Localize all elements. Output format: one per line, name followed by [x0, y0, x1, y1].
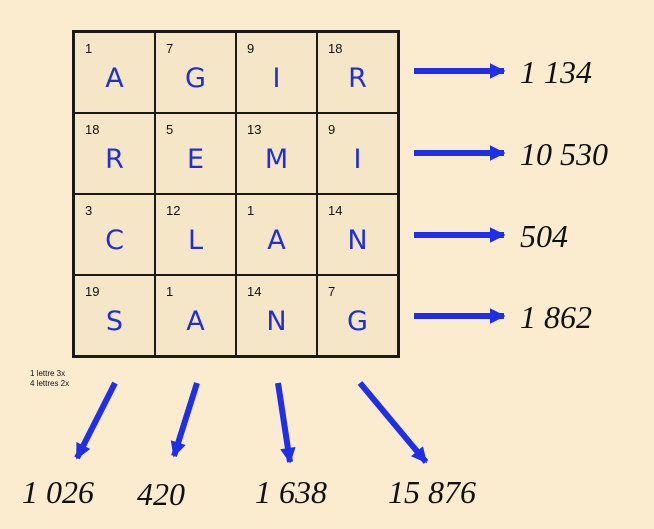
cell-number: 14: [247, 284, 262, 299]
cell-letter: I: [353, 144, 362, 175]
cell-number: 9: [328, 122, 336, 137]
cell-number: 1: [247, 203, 255, 218]
diagonal-product: 15 876: [388, 474, 476, 510]
column-3-arrow: [275, 382, 296, 464]
diagonal-arrow: [357, 381, 429, 464]
cell-letter: R: [105, 144, 124, 175]
column-1-product: 1 026: [22, 474, 94, 510]
note-line-2: 4 lettres 2x: [30, 379, 70, 388]
cell-number: 1: [85, 41, 93, 56]
column-1-arrow: [74, 381, 118, 460]
cell-letter: M: [264, 144, 289, 175]
cell-number: 12: [166, 203, 181, 218]
cell-number: 3: [85, 203, 93, 218]
cell-letter: A: [267, 225, 286, 256]
row-1-product: 1 134: [520, 54, 592, 90]
cell-letter: R: [348, 63, 367, 94]
cell-letter: G: [185, 63, 206, 94]
cell-number: 7: [166, 41, 174, 56]
cell-number: 7: [328, 284, 336, 299]
cell-number: 18: [328, 41, 343, 56]
cell-number: 1: [166, 284, 174, 299]
cell-letter: N: [347, 225, 368, 256]
row-2-product: 10 530: [520, 136, 608, 172]
cell-letter: G: [347, 306, 368, 337]
column-2-product: 420: [137, 476, 185, 512]
row-4-product: 1 862: [520, 299, 592, 335]
cell-letter: S: [105, 306, 124, 337]
cell-number: 18: [85, 122, 100, 137]
column-2-arrow: [170, 382, 200, 458]
cell-letter: A: [186, 306, 205, 337]
column-3-product: 1 638: [255, 474, 327, 510]
cell-letter: N: [266, 306, 287, 337]
cell-letter: C: [105, 225, 124, 256]
cell-number: 5: [166, 122, 174, 137]
cell-letter: L: [187, 225, 204, 256]
cell-number: 14: [328, 203, 343, 218]
cell-letter: I: [272, 63, 281, 94]
cell-number: 9: [247, 41, 255, 56]
cell-number: 19: [85, 284, 100, 299]
row-3-product: 504: [520, 218, 568, 254]
cell-letter: E: [186, 144, 205, 175]
cell-letter: A: [105, 63, 124, 94]
note: 1 lettre 3x 4 lettres 2x: [30, 369, 69, 389]
cell-number: 13: [247, 122, 262, 137]
note-line-1: 1 lettre 3x: [30, 369, 66, 378]
